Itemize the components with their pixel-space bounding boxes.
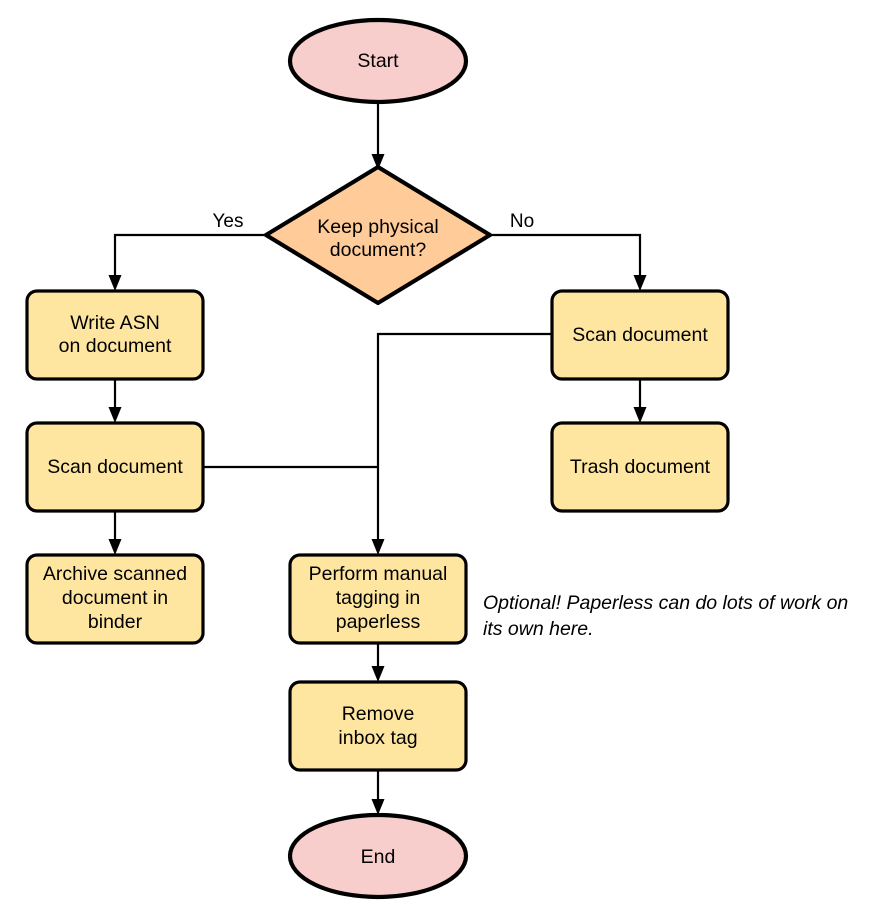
- edge-manual-tagging-to-remove-inbox: [371, 643, 385, 682]
- node-end[interactable]: End: [287, 812, 469, 900]
- node-write-asn[interactable]: Write ASN on document: [25, 289, 205, 381]
- node-end-label: End: [361, 846, 396, 868]
- edge-line: [113, 233, 265, 281]
- node-decision-keep-physical-document[interactable]: Keep physical document?: [263, 164, 493, 306]
- optional-note-line1: Optional! Paperless can do lots of work …: [483, 592, 848, 614]
- edge-line: [376, 332, 552, 545]
- end-ellipse: [287, 812, 469, 900]
- scan-document-keep-rect: [25, 421, 205, 513]
- edge-scan-discard-to-manual-tagging: [371, 332, 552, 555]
- manual-tagging-rect: [288, 553, 468, 645]
- edge-decision-yes-to-write-asn: [108, 233, 265, 291]
- node-trash-document-label: Trash document: [570, 456, 711, 478]
- node-scan-document-discard-label: Scan document: [572, 324, 708, 346]
- scan-document-discard-rect: [550, 289, 730, 381]
- edge-label-no: No: [510, 211, 534, 232]
- edge-decision-no-to-scan-discard: [491, 233, 647, 291]
- node-scan-document-discard[interactable]: Scan document: [550, 289, 730, 381]
- optional-note-line2: its own here.: [483, 618, 594, 640]
- node-archive-label-line3: binder: [88, 611, 143, 633]
- node-write-asn-label-line2: on document: [59, 335, 172, 357]
- decision-diamond: [263, 164, 493, 306]
- annotation-optional-note: Optional! Paperless can do lots of work …: [483, 592, 848, 640]
- arrowhead-icon: [108, 407, 122, 423]
- node-start-label: Start: [357, 50, 399, 72]
- arrowhead-icon: [371, 539, 385, 555]
- node-decision-label-line2: document?: [330, 239, 427, 261]
- edge-line: [491, 233, 642, 281]
- edge-scan-keep-to-archive: [108, 511, 122, 555]
- remove-inbox-tag-rect: [288, 680, 468, 772]
- node-scan-document-keep[interactable]: Scan document: [25, 421, 205, 513]
- node-archive-label-line2: document in: [62, 587, 168, 609]
- node-archive-scanned-document[interactable]: Archive scanned document in binder: [25, 553, 205, 645]
- node-trash-document[interactable]: Trash document: [550, 421, 730, 513]
- trash-document-rect: [550, 421, 730, 513]
- arrowhead-icon: [108, 275, 122, 291]
- node-manual-tagging-label-line3: paperless: [336, 611, 421, 633]
- node-scan-document-keep-label: Scan document: [47, 456, 183, 478]
- node-remove-inbox-label-line1: Remove: [342, 703, 415, 725]
- edge-scan-discard-to-trash: [633, 379, 647, 423]
- edge-start-to-decision: [371, 102, 385, 170]
- arrowhead-icon: [371, 666, 385, 682]
- edge-remove-inbox-to-end: [371, 770, 385, 815]
- node-write-asn-label-line1: Write ASN: [70, 312, 160, 334]
- node-remove-inbox-tag[interactable]: Remove inbox tag: [288, 680, 468, 772]
- arrowhead-icon: [633, 275, 647, 291]
- node-perform-manual-tagging[interactable]: Perform manual tagging in paperless: [288, 553, 468, 645]
- arrowhead-icon: [371, 154, 385, 170]
- node-remove-inbox-label-line2: inbox tag: [338, 727, 417, 749]
- arrowhead-icon: [108, 539, 122, 555]
- arrowhead-icon: [371, 799, 385, 815]
- node-decision-label-line1: Keep physical: [317, 216, 438, 238]
- node-manual-tagging-label-line2: tagging in: [336, 587, 421, 609]
- node-manual-tagging-label-line1: Perform manual: [309, 563, 448, 585]
- edge-write-asn-to-scan-keep: [108, 379, 122, 423]
- arrowhead-icon: [633, 407, 647, 423]
- write-asn-rect: [25, 289, 205, 381]
- node-archive-label-line1: Archive scanned: [43, 563, 187, 585]
- start-ellipse: [287, 17, 469, 105]
- edge-label-yes: Yes: [213, 211, 244, 232]
- archive-rect: [25, 553, 205, 645]
- node-start[interactable]: Start: [287, 17, 469, 105]
